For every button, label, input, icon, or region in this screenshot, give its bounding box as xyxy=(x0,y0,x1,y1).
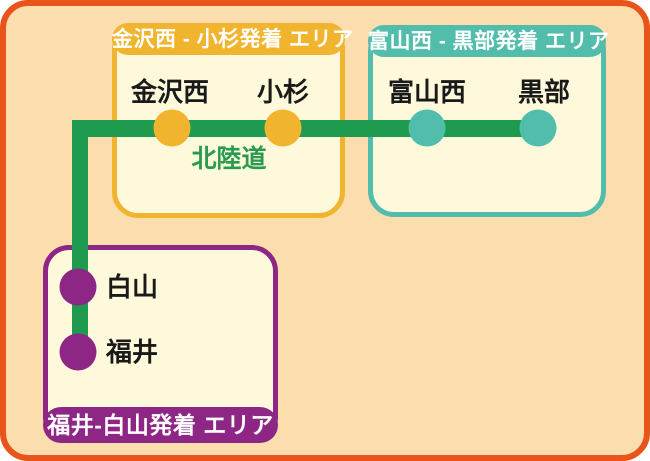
station-dot-fukui xyxy=(59,333,97,371)
area-label-fukui-hakusan: 福井-白山発着 エリア xyxy=(43,407,278,443)
route-line-horizontal xyxy=(72,120,540,137)
road-label-hokuriku-expressway: 北陸道 xyxy=(191,145,267,173)
area-label-toyama-kurobe: 富山西 - 黒部発着 エリア xyxy=(368,25,609,57)
station-dot-toyama-nishi xyxy=(408,109,446,147)
station-dot-kurobe xyxy=(519,109,557,147)
station-label-kosugi: 小杉 xyxy=(256,77,310,107)
station-label-hakusan: 白山 xyxy=(106,272,159,302)
route-line-vertical xyxy=(72,120,88,358)
area-box-kanazawa-kosugi: 金沢西 - 小杉発着 エリア xyxy=(112,23,353,218)
station-dot-kanazawa-nishi xyxy=(153,109,191,147)
station-label-fukui: 福井 xyxy=(106,337,159,367)
station-dot-kosugi xyxy=(264,109,302,147)
station-label-toyama-nishi: 富山西 xyxy=(387,77,467,107)
station-dot-hakusan xyxy=(59,268,97,306)
station-label-kanazawa-nishi: 金沢西 xyxy=(130,77,210,107)
area-label-kanazawa-kosugi: 金沢西 - 小杉発着 エリア xyxy=(112,23,353,55)
station-label-kurobe: 黒部 xyxy=(517,77,571,107)
